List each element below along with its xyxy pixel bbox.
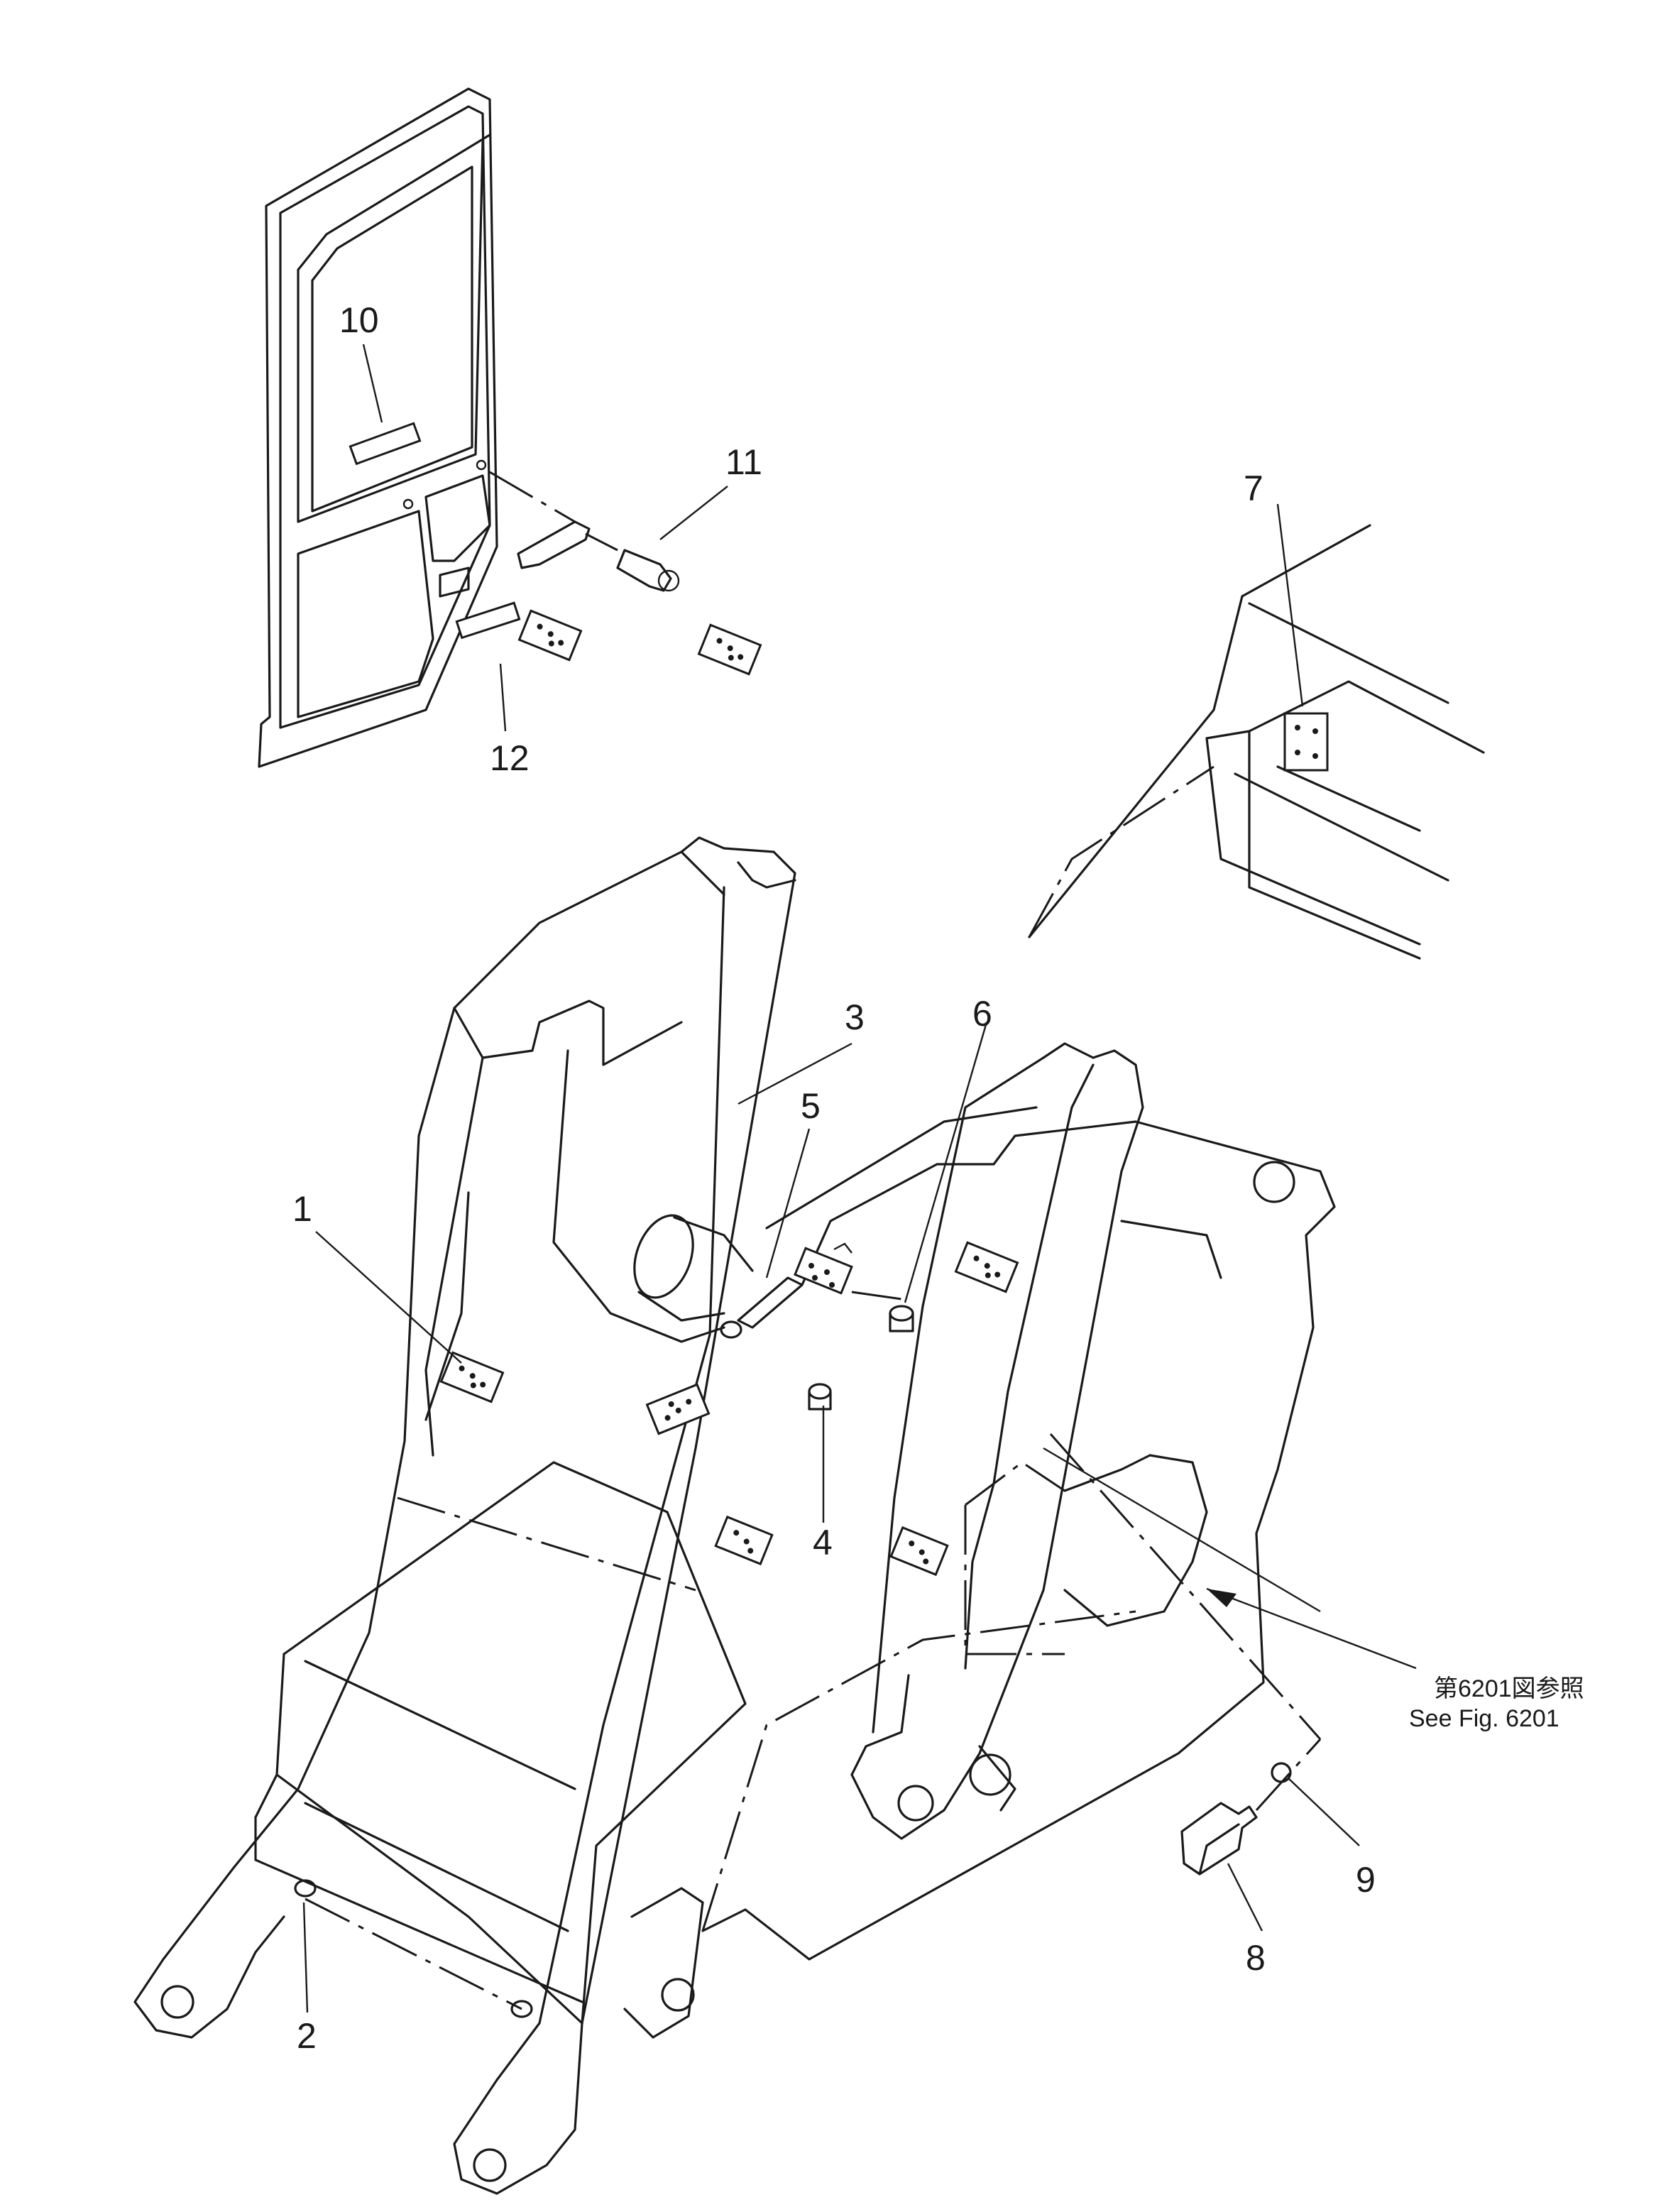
- callout-9: 9: [1356, 1860, 1376, 1900]
- wear-plate: [889, 1526, 949, 1577]
- reference-jp: 第6201図参照: [1434, 1675, 1584, 1702]
- loader-bucket-body: [254, 1461, 747, 2025]
- callout-8: 8: [1246, 1938, 1266, 1978]
- callout-12: 12: [490, 738, 530, 778]
- wear-plate: [697, 623, 762, 676]
- drain-plug: [1049, 1433, 1322, 1876]
- pin-bushings: [294, 1291, 914, 2018]
- door-latch-bolt: [489, 471, 680, 592]
- callout-10: 10: [339, 300, 379, 340]
- callout-6: 6: [972, 994, 992, 1034]
- front-frame: [701, 1120, 1336, 1961]
- callout-2: 2: [297, 2016, 317, 2056]
- bracket-plate: [794, 1242, 853, 1295]
- callout-5: 5: [801, 1086, 821, 1126]
- callout-labels: 10 11 12 7 3 6 5 1 4 2 8 9: [292, 300, 1376, 2056]
- callout-1: 1: [292, 1189, 312, 1229]
- right-boom-arm: [765, 1042, 1144, 1840]
- rear-frame: [1028, 524, 1485, 960]
- figure-reference: 第6201図参照 See Fig. 6201: [1409, 1675, 1584, 1732]
- wear-plate: [954, 1241, 1019, 1293]
- left-boom-arm: [133, 836, 796, 2195]
- reference-en: See Fig. 6201: [1409, 1705, 1559, 1732]
- wear-plates: [439, 609, 1019, 1577]
- callout-7: 7: [1244, 469, 1263, 508]
- callout-11: 11: [725, 442, 762, 482]
- wear-plate: [714, 1515, 774, 1566]
- cab-door: [258, 87, 521, 768]
- callout-3: 3: [845, 997, 865, 1037]
- leader-lines: [302, 344, 1417, 2013]
- wear-plate: [439, 1351, 505, 1403]
- cross-tube: [633, 1214, 804, 1339]
- callout-4: 4: [813, 1523, 833, 1562]
- wear-plate: [517, 609, 583, 662]
- wear-plate: [645, 1383, 711, 1435]
